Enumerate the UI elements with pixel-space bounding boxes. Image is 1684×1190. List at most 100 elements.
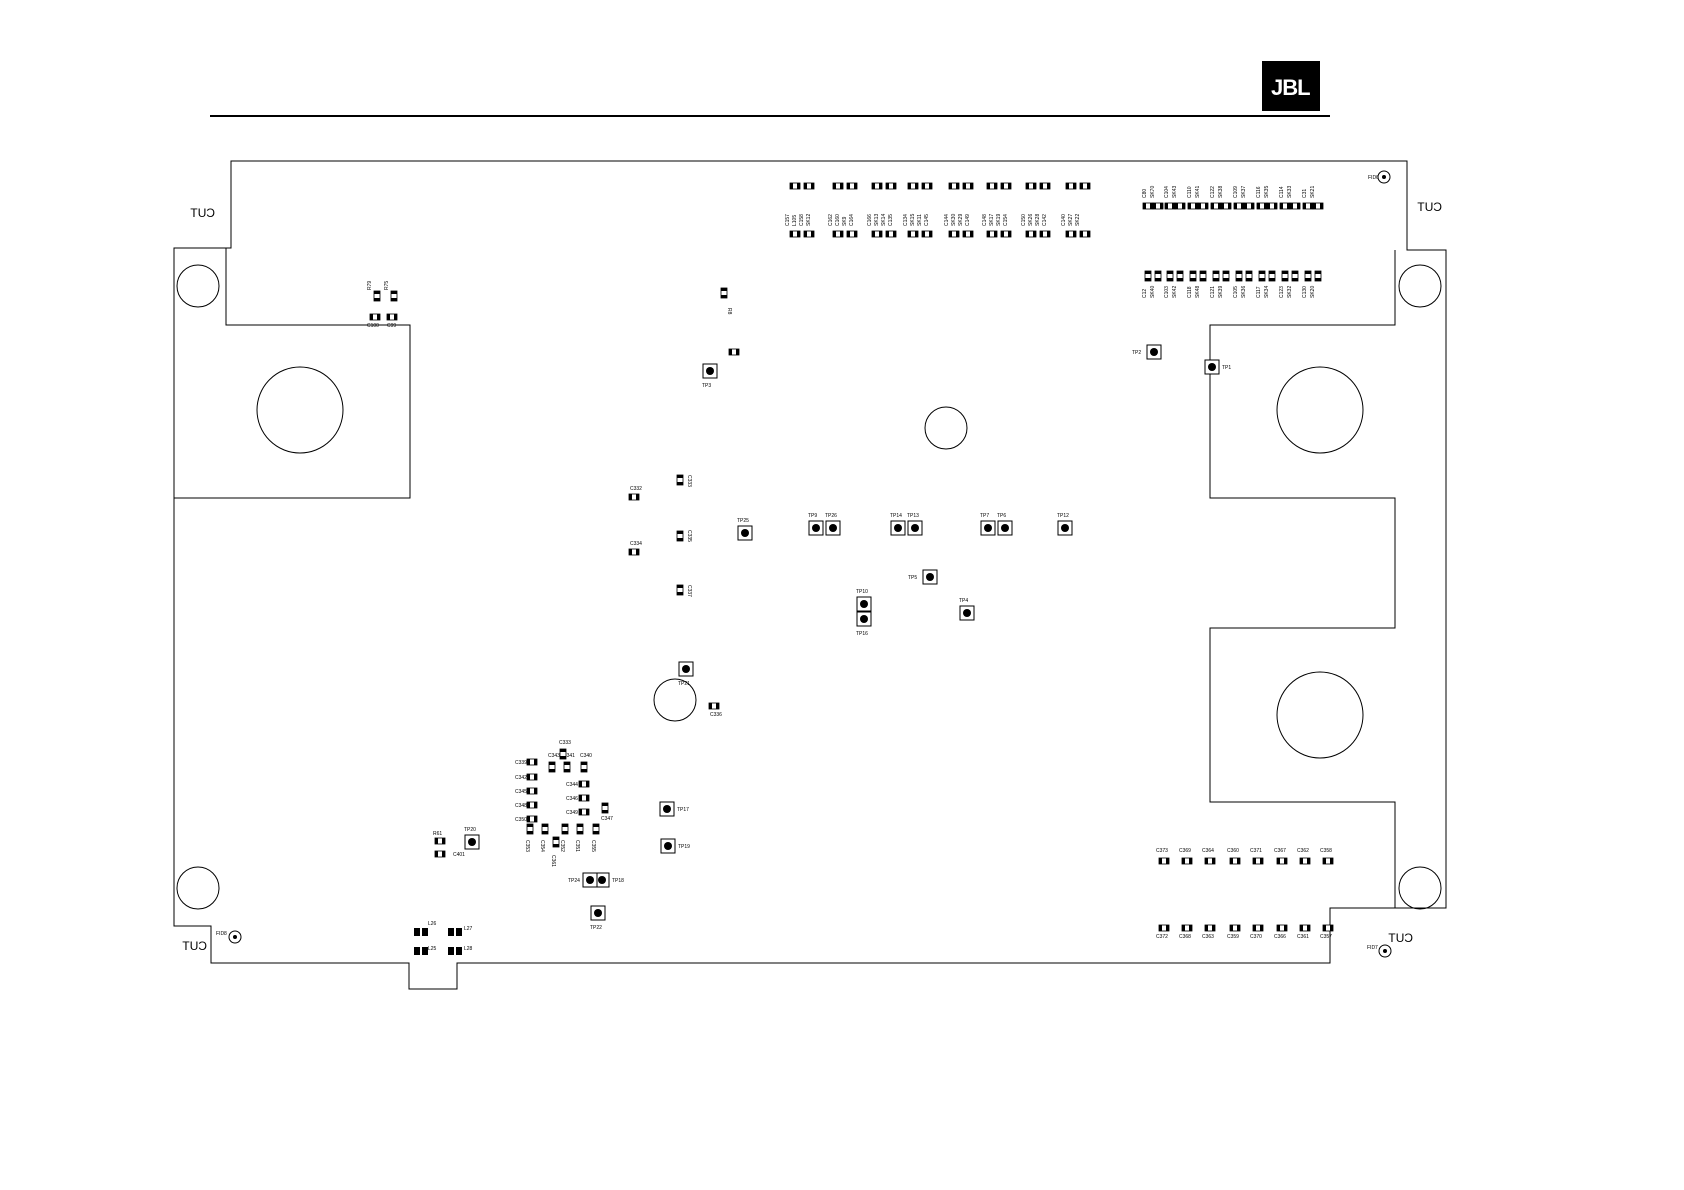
smd-component: [1025, 230, 1037, 238]
component-label: SK14: [881, 214, 887, 226]
smd-component: C335: [676, 530, 692, 542]
fiducial: FID6: [1368, 170, 1391, 184]
board-outline: [173, 160, 1447, 990]
test-point: TP10: [856, 589, 872, 612]
component-label: C122: [1210, 186, 1216, 198]
smd-component: [1039, 230, 1051, 238]
test-point-label: TP14: [890, 513, 902, 519]
smd-component: [1000, 230, 1012, 238]
component-label: C359: [1227, 934, 1239, 940]
component-label: SK30: [951, 214, 957, 226]
test-point: TP4: [959, 598, 975, 621]
jbl-logo: JBL: [1262, 61, 1320, 111]
component-label: C367: [1274, 848, 1286, 854]
smd-component: [1039, 182, 1051, 190]
smd-component: [1152, 202, 1164, 210]
hole-center: [924, 406, 968, 450]
smd-component: [832, 182, 844, 190]
smd-component: C337: [676, 584, 692, 597]
component-label: C351: [574, 840, 580, 852]
test-point: TP17: [659, 801, 689, 817]
hole-lower-center: [653, 678, 697, 722]
component-label: C144: [944, 214, 950, 226]
component-label: C154: [1003, 214, 1009, 226]
component-label: C368: [1179, 934, 1191, 940]
smd-component: C358: [1320, 848, 1334, 865]
test-point: TP18: [594, 872, 624, 888]
smd-component: C361: [550, 836, 560, 867]
test-point-label: TP17: [677, 807, 689, 813]
component-label: C157: [785, 214, 791, 226]
component-label: SK9: [842, 216, 848, 226]
smd-component: [1197, 202, 1209, 210]
component-label: C366: [1274, 934, 1286, 940]
smd-component: C370: [1250, 924, 1264, 940]
component-label: SK37: [1241, 186, 1247, 198]
smd-component: C371: [1250, 848, 1264, 865]
smd-component: [1235, 270, 1243, 282]
smd-component: C367: [1274, 848, 1288, 865]
component-label: R8: [726, 308, 732, 315]
component-label: C361: [550, 855, 556, 867]
test-point-label: TP9: [808, 513, 817, 519]
smd-component: C351: [574, 823, 584, 852]
smd-component: C347: [601, 802, 613, 822]
component-label: C31: [1302, 189, 1308, 198]
smd-component: C346: [566, 794, 590, 802]
smd-component: C355: [590, 823, 600, 852]
component-label: SK70: [1150, 186, 1156, 198]
test-point: TP2: [1132, 344, 1162, 360]
component-label: C342: [515, 775, 527, 781]
component-label: SK22: [1075, 214, 1081, 226]
component-label: C110: [1187, 186, 1193, 198]
smd-component: [1312, 202, 1324, 210]
test-point: TP7: [980, 513, 996, 536]
smd-component: [871, 182, 883, 190]
test-point-label: TP20: [464, 827, 476, 833]
smd-component: [885, 230, 897, 238]
smd-component: [1281, 270, 1289, 282]
component-label: C348: [515, 803, 527, 809]
smd-component: [1065, 182, 1077, 190]
smd-component: C345: [515, 787, 538, 795]
smd-component: [1079, 182, 1091, 190]
test-point-label: TP1: [1222, 365, 1231, 371]
smd-component: [1166, 270, 1174, 282]
component-label: SK12: [806, 214, 812, 226]
component-label: C158: [799, 214, 805, 226]
component-label: C334: [630, 541, 642, 547]
smd-component: [1289, 202, 1301, 210]
smd-component: [1268, 270, 1276, 282]
cut-label: CUT: [190, 206, 215, 220]
component-label: C105: [1233, 286, 1239, 298]
smd-component: [1174, 202, 1186, 210]
cut-label: CUT: [1388, 931, 1413, 945]
smd-component: [1025, 182, 1037, 190]
smd-component: C360: [1227, 848, 1241, 865]
component-label: C372: [1156, 934, 1168, 940]
test-point-label: TP10: [856, 589, 868, 595]
inductor: L25: [414, 946, 437, 955]
component-label: L105: [792, 215, 798, 226]
smd-component: [728, 348, 740, 356]
smd-component: [789, 230, 801, 238]
test-point-label: TP13: [907, 513, 919, 519]
smd-component: [1065, 230, 1077, 238]
component-label: SK28: [1035, 214, 1041, 226]
smd-component: C362: [1297, 848, 1311, 865]
component-label: SK26: [1028, 214, 1034, 226]
component-label: C149: [965, 214, 971, 226]
smd-component: [885, 182, 897, 190]
component-label: C80: [1142, 189, 1148, 198]
component-label: SK15: [910, 214, 916, 226]
smd-component: C344: [566, 780, 590, 788]
test-point-label: TP7: [980, 513, 989, 519]
component-label: C103: [1164, 286, 1170, 298]
smd-component: [1245, 270, 1253, 282]
smd-component: C333: [559, 740, 571, 760]
smd-component: C364: [1202, 848, 1216, 865]
smd-component: C401: [434, 850, 465, 858]
smd-component: C372: [1156, 924, 1170, 940]
large-hole-right-top: [1276, 366, 1364, 454]
